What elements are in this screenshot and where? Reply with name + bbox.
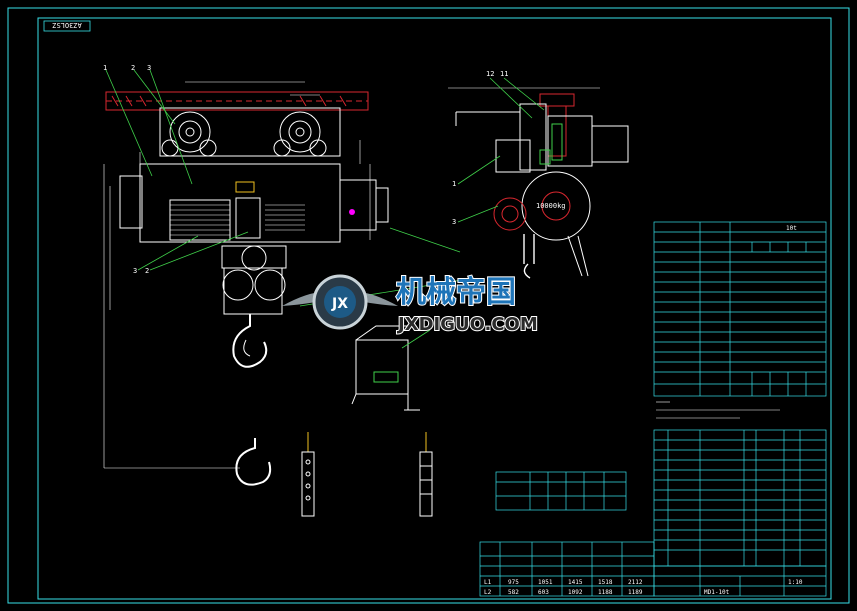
callout-1: 1 [103,64,107,72]
dim-l1-v1: 975 [508,579,519,586]
watermark-logo: JX 机械帝国 JXDIGUO.COM [282,274,539,336]
callout-3r: 3 [452,218,456,226]
dim-l2-v1: 582 [508,589,519,596]
callout-11: 11 [500,70,508,78]
dim-l1-v3: 1415 [568,579,583,586]
dim-l2-v4: 1188 [598,589,613,596]
title-drawing-no: MD1-10t [704,589,730,596]
right-callouts [401,77,545,349]
title-block [653,565,827,597]
load-label: 10000kg [536,202,566,210]
hoist-side-view [351,87,629,411]
dim-l1-v4: 1518 [598,579,613,586]
technical-spec-table [653,221,827,397]
dim-l2-v3: 1092 [568,589,583,596]
emblem-text: JX [331,296,348,312]
spec-header: 10t [786,225,797,232]
code-stamp: AZ3OLSZ [43,20,91,32]
notes-block [656,401,780,419]
parts-list-table [653,429,827,567]
callout-3: 3 [147,64,151,72]
callout-1r: 1 [452,180,456,188]
dim-row-l2: L2 [484,589,492,596]
title-scale: 1:10 [788,579,803,586]
hoist-front-view [103,81,389,486]
outer-frame [7,7,850,604]
dim-l2-v5: 1189 [628,589,643,596]
logo-english-text: JXDIGUO.COM [396,314,538,335]
dim-row-l1: L1 [484,579,492,586]
dim-l2-v2: 603 [538,589,549,596]
weight-table [495,471,627,511]
dimension-table [479,541,655,597]
pendant-controls [301,432,433,517]
callout-3b: 3 [133,267,137,275]
callout-2b: 2 [145,267,149,275]
dim-l1-v2: 1051 [538,579,553,586]
dim-l1-v5: 2112 [628,579,643,586]
logo-chinese-text: 机械帝国 [396,275,516,310]
left-callouts [105,69,463,307]
inner-frame [37,17,832,600]
code-stamp-text: AZ3OLSZ [52,21,82,29]
callout-2: 2 [131,64,135,72]
callout-12: 12 [486,70,494,78]
